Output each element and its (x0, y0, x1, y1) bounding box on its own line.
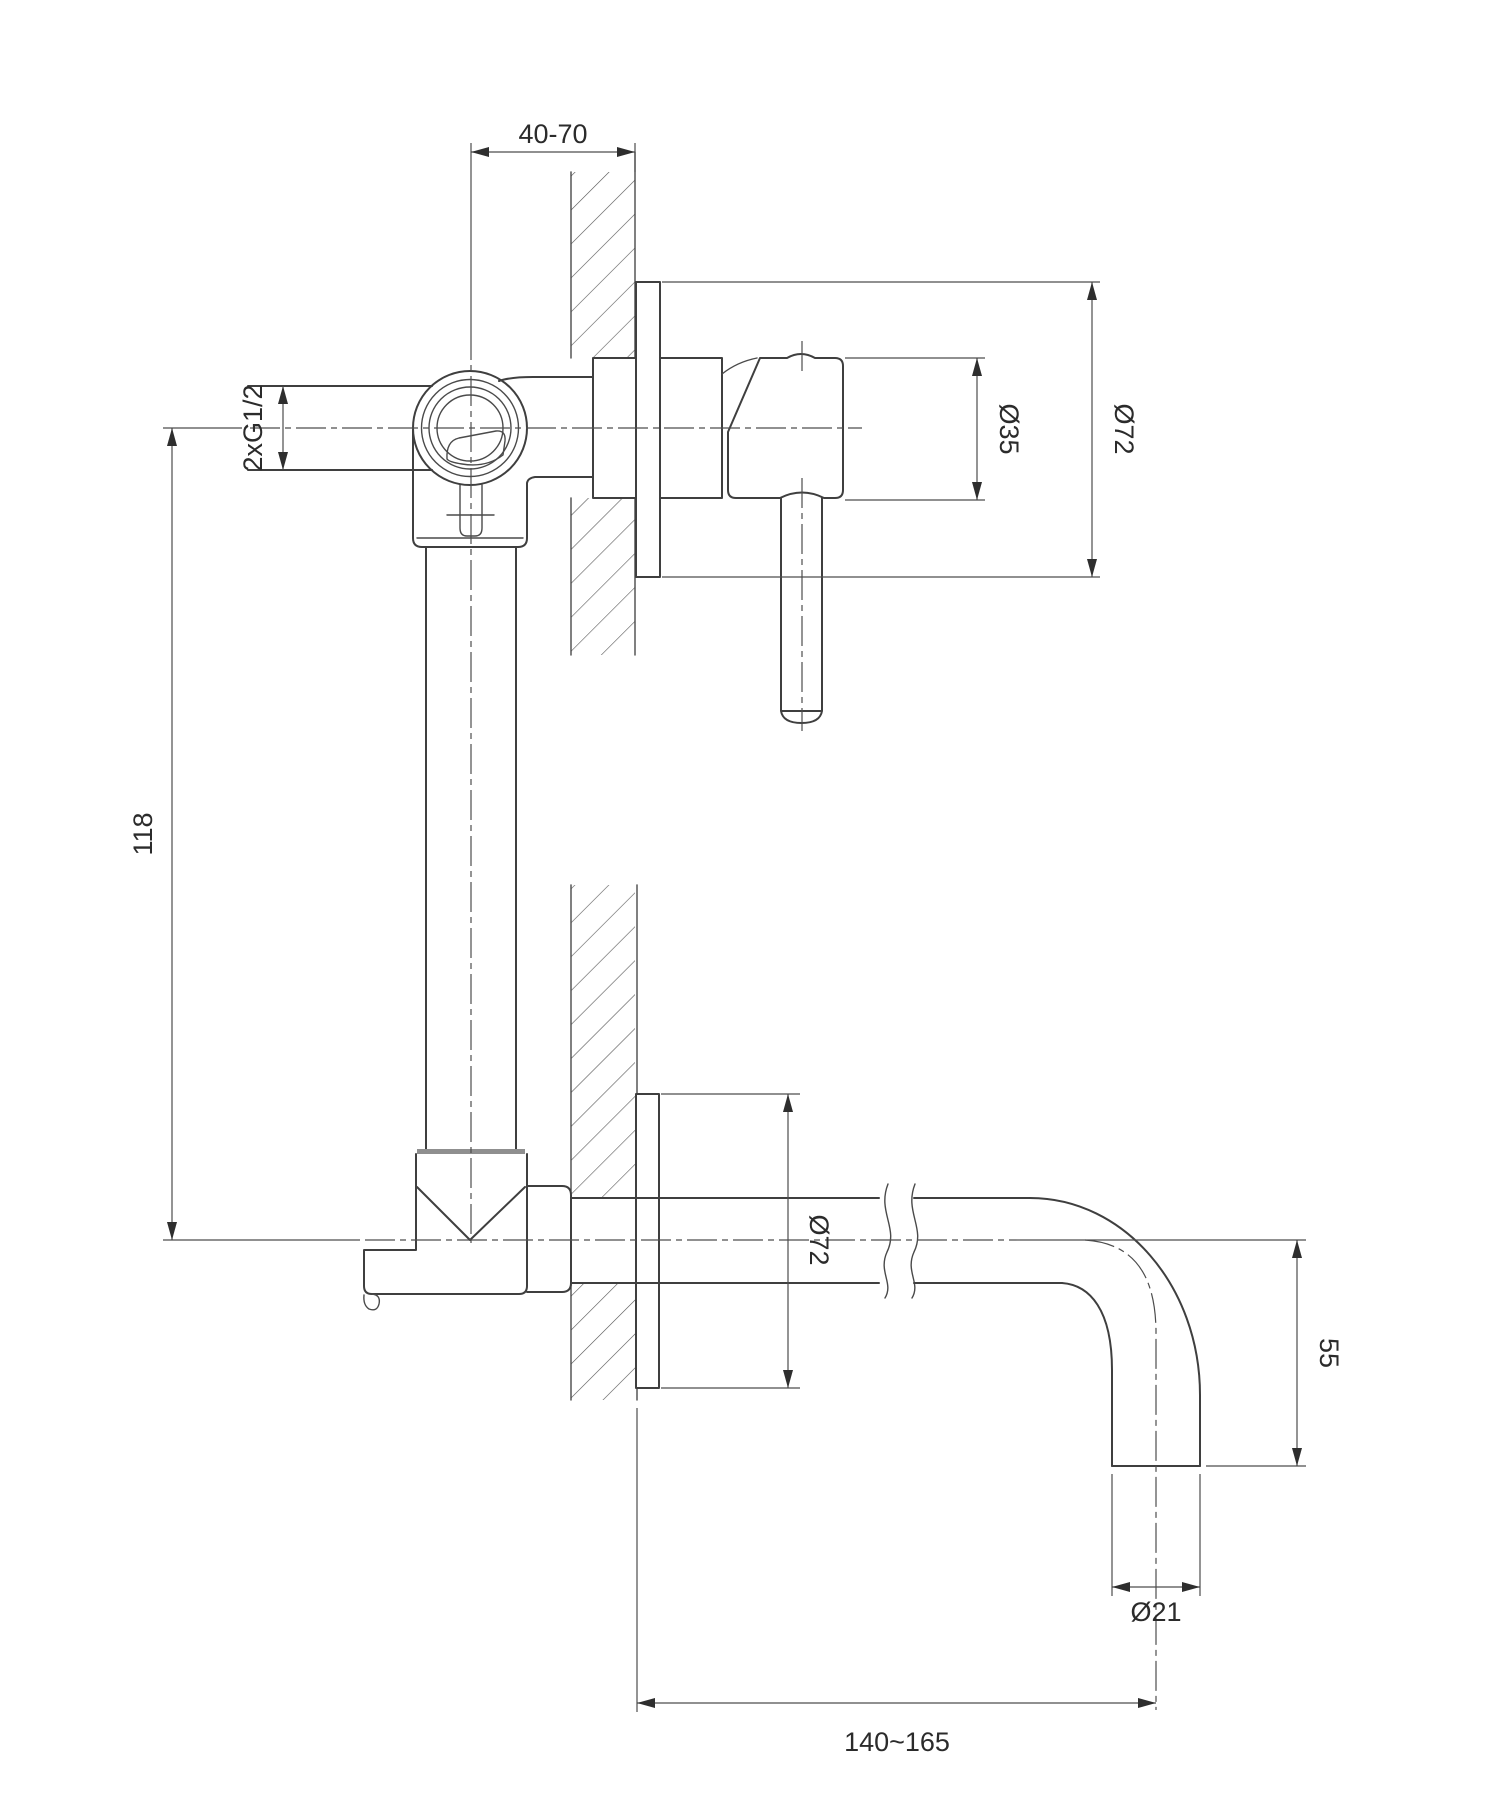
dim-spout-escutcheon: Ø72 (661, 1093, 834, 1389)
dim-installation-depth: 40-70 (471, 119, 636, 172)
arrowhead (471, 147, 489, 157)
wall-section-lower (570, 884, 638, 1401)
valve-sleeve-top (498, 376, 594, 382)
inlet-port (247, 385, 433, 471)
dim-ext-lines (163, 427, 360, 1241)
wall-hatch-upper-bottom (571, 498, 635, 655)
supply-pipe (425, 546, 517, 1150)
dim-label-spout-projection: 140~165 (844, 1727, 950, 1757)
elbow-outlet-neck (526, 1185, 572, 1293)
wall-hatch-lower-top (571, 885, 635, 1198)
dim-ext-lines (1111, 1474, 1201, 1596)
dim-handle-diameter: Ø35 (845, 357, 1024, 501)
elbow-drip-nub (363, 1293, 381, 1311)
escutcheon-lower (635, 1093, 660, 1389)
arrowhead (1112, 1582, 1130, 1592)
break-line-1 (883, 1183, 892, 1299)
wall-section-upper (570, 151, 636, 656)
arrowhead (783, 1370, 793, 1388)
dim-label-spout-tube-diameter: Ø21 (1130, 1597, 1181, 1627)
arrowhead (1087, 559, 1097, 577)
dim-inlet-connections: 2xG1/2 (238, 384, 288, 472)
supply-pipe-lines (425, 546, 517, 1150)
arrowhead (637, 1698, 655, 1708)
dim-ext-lines (845, 357, 985, 501)
spout-bend-outer (1029, 1197, 1201, 1467)
dim-ext-lines (662, 281, 1100, 578)
spout-tube (570, 1183, 1201, 1467)
dim-label-spout-drop: 55 (1314, 1338, 1344, 1368)
dim-label-installation-depth: 40-70 (518, 119, 587, 149)
dim-spout-projection: 140~165 (636, 1408, 1156, 1757)
dim-label-spout-escutcheon: Ø72 (804, 1214, 834, 1265)
arrowhead (278, 386, 288, 404)
dim-label-centre-distance: 118 (128, 812, 158, 855)
valve-port-tab (446, 430, 506, 466)
mixer-trim (659, 341, 844, 731)
arrowhead (1087, 282, 1097, 300)
wall-hatch-lower-bottom (571, 1283, 635, 1400)
elbow-body-outline (363, 1153, 528, 1295)
dim-ext-lines (661, 1093, 800, 1389)
dim-spout-drop: 55 (1020, 1239, 1344, 1467)
arrowhead (1292, 1448, 1302, 1466)
dim-label-inlet-connections: 2xG1/2 (238, 384, 268, 471)
break-line-2 (910, 1183, 919, 1299)
arrowhead (1138, 1698, 1156, 1708)
handle-body (727, 353, 844, 499)
dim-ext-lines (1020, 1239, 1306, 1467)
spout-bend-inner (1061, 1282, 1113, 1467)
handle-lever-rod (780, 497, 823, 724)
arrowhead (783, 1094, 793, 1112)
dim-label-handle-diameter: Ø35 (994, 403, 1024, 454)
escutcheon-upper (635, 281, 661, 578)
handle-pivot-arc (721, 357, 758, 375)
arrowhead (617, 147, 635, 157)
dim-spout-tube-diameter: Ø21 (1111, 1474, 1201, 1627)
spout-tube-right (913, 1197, 1063, 1284)
arrowhead (972, 358, 982, 376)
arrowhead (167, 428, 177, 446)
spout-tube-left (570, 1197, 880, 1284)
arrowhead (278, 452, 288, 470)
dim-mixer-escutcheon: Ø72 (662, 281, 1139, 578)
dim-label-mixer-escutcheon: Ø72 (1109, 403, 1139, 454)
valve-body-outline (412, 429, 594, 548)
dim-centre-distance: 118 (128, 427, 360, 1241)
wall-hatch-upper-top (571, 172, 635, 358)
centerlines (250, 143, 1157, 1710)
arrowhead (972, 482, 982, 500)
arrowhead (167, 1222, 177, 1240)
arrowhead (1182, 1582, 1200, 1592)
spout-bend-centerline (1084, 1239, 1157, 1710)
spout-elbow (363, 1149, 572, 1311)
arrowhead (1292, 1240, 1302, 1258)
